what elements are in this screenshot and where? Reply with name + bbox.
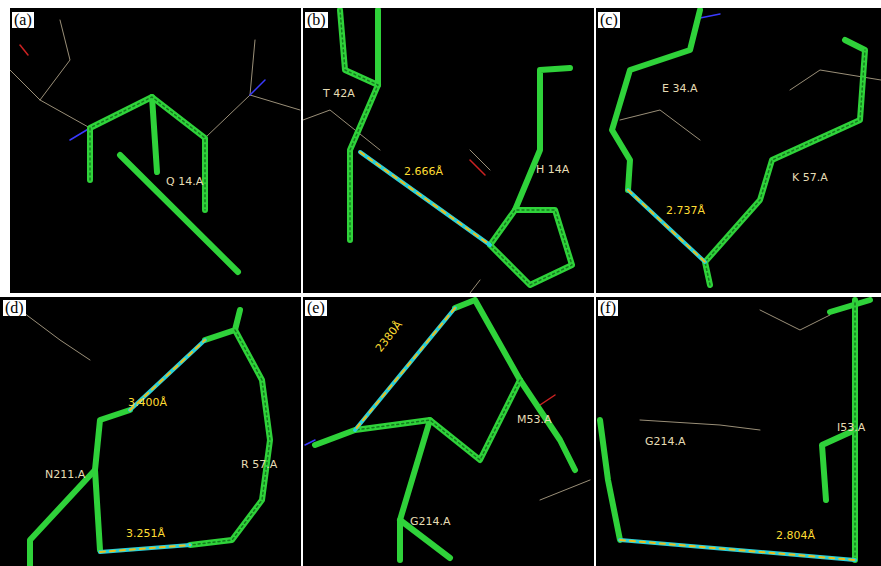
residue-label: G214.A [645, 436, 686, 447]
distance-label: 2.737Å [666, 205, 705, 216]
residue-label: Q 14.A [166, 176, 203, 187]
residue-label: K 57.A [792, 172, 828, 183]
residue-label: G214.A [410, 516, 451, 527]
panel-label: (f) [598, 300, 618, 316]
residue-label: R 57.A [241, 459, 277, 470]
panel-label: (a) [12, 12, 34, 28]
distance-label: 2.666Å [404, 166, 443, 177]
distance-label: 3.251Å [126, 528, 165, 539]
distance-label: 3.400Å [128, 397, 167, 408]
panel-label: (c) [598, 12, 620, 28]
residue-label: N211.A [45, 469, 85, 480]
residue-label: T 42A [323, 88, 355, 99]
panel-ground [596, 8, 881, 293]
residue-label: M53.A [517, 414, 552, 425]
panel-label: (e) [305, 300, 327, 316]
panel-label: (d) [3, 300, 26, 316]
residue-label: I53.A [837, 422, 865, 433]
panel-ground [303, 8, 594, 293]
residue-label: H 14A [536, 164, 569, 175]
residue-label: E 34.A [662, 83, 697, 94]
panel-label: (b) [305, 12, 328, 28]
distance-label: 2.804Å [776, 530, 815, 541]
